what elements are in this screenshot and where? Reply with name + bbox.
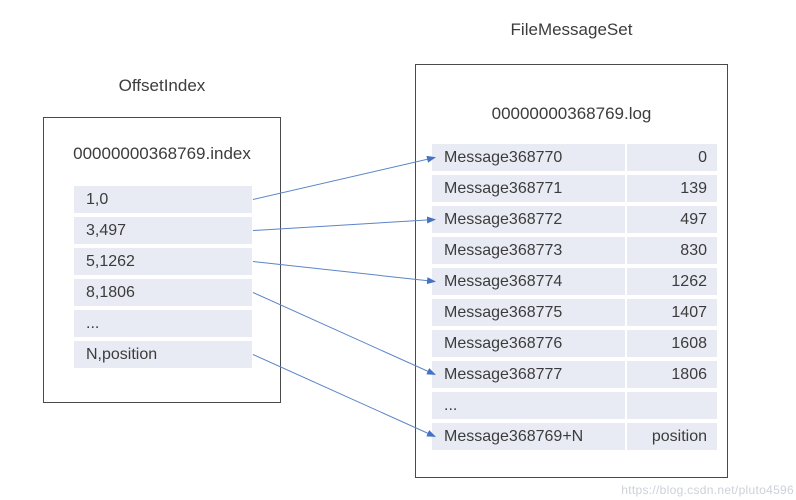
log-entry-message: ... (432, 392, 625, 419)
log-entry-message: Message368771 (432, 175, 625, 202)
offset-index-rows: 1,0 3,497 5,1262 8,1806... N,position (74, 186, 252, 372)
index-entry: 1,0 (74, 186, 252, 213)
log-entry: ... (432, 392, 717, 419)
log-entry-position: position (627, 423, 717, 450)
offset-index-file-name: 00000000368769.index (73, 144, 251, 163)
watermark: https://blog.csdn.net/pluto4596 (621, 483, 794, 497)
offset-index-title: OffsetIndex (118, 76, 206, 95)
index-entry: ... (74, 310, 252, 337)
log-entry-position: 497 (627, 206, 717, 233)
log-entry-position (627, 392, 717, 419)
log-entry-position: 139 (627, 175, 717, 202)
file-message-set-title: FileMessageSet (510, 20, 633, 39)
log-entry-position: 830 (627, 237, 717, 264)
log-entry-message: Message368770 (432, 144, 625, 171)
log-entry-position: 0 (627, 144, 717, 171)
log-entry-message: Message368773 (432, 237, 625, 264)
log-file-name: 00000000368769.log (491, 104, 652, 123)
index-entry: 3,497 (74, 217, 252, 244)
log-entry-position: 1608 (627, 330, 717, 357)
log-entry-position: 1407 (627, 299, 717, 326)
log-entry-message: Message368769+N (432, 423, 625, 450)
log-entry-message: Message368776 (432, 330, 625, 357)
offset-index-box: 00000000368769.index 1,0 3,497 5,1262 8,180… (43, 117, 281, 403)
log-entry-message: Message368777 (432, 361, 625, 388)
log-entry-message: Message368772 (432, 206, 625, 233)
index-entry: N,position (74, 341, 252, 368)
index-entry: 8,1806 (74, 279, 252, 306)
index-entry: 5,1262 (74, 248, 252, 275)
log-entry-message: Message368775 (432, 299, 625, 326)
log-entry-position: 1806 (627, 361, 717, 388)
log-entry-message: Message368774 (432, 268, 625, 295)
log-entry-position: 1262 (627, 268, 717, 295)
